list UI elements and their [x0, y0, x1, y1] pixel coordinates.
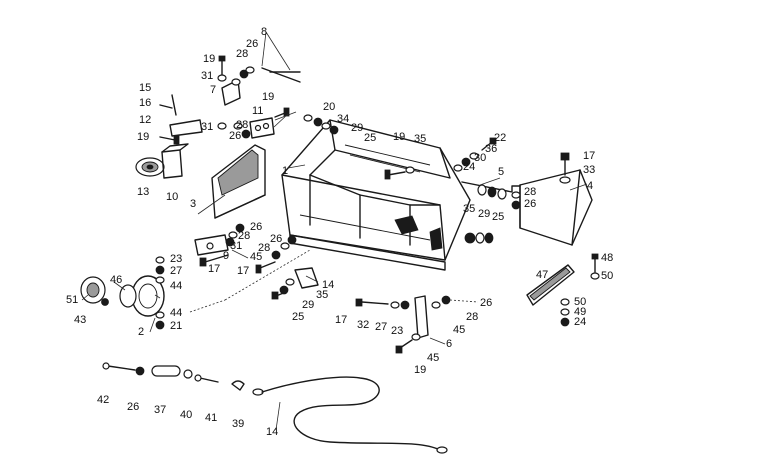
- callout-26: 26: [127, 401, 139, 413]
- callout-30: 28: [524, 186, 536, 198]
- callout-27: 25: [492, 211, 504, 223]
- callout-9: 9: [223, 250, 229, 262]
- callout-25: 23: [391, 325, 403, 337]
- callout-18: 17: [335, 314, 347, 326]
- callout-26: 26: [229, 130, 241, 142]
- callout-31: 29: [351, 122, 363, 134]
- callout-2: 2: [138, 326, 144, 338]
- callout-14: 14: [266, 426, 278, 438]
- callout-26: 26: [250, 221, 262, 233]
- block-10: [161, 143, 189, 179]
- main-housing: [281, 119, 471, 271]
- callout-24: 22: [494, 132, 506, 144]
- callout-51: 50: [601, 270, 613, 282]
- callout-52: 51: [66, 294, 78, 306]
- callout-44: 43: [74, 314, 86, 326]
- callout-43: 42: [97, 394, 109, 406]
- callout-46: 45: [427, 352, 439, 364]
- callout-30: 28: [236, 48, 248, 60]
- cable-14: [252, 376, 448, 454]
- callout-26: 26: [270, 233, 282, 245]
- callout-13: 13: [137, 186, 149, 198]
- callout-49: 48: [601, 252, 613, 264]
- callout-30: 28: [236, 119, 248, 131]
- callout-19: 17: [208, 263, 220, 275]
- callout-35: 33: [583, 164, 595, 176]
- callout-labels: 8 26 19 28 31 7 15 16 19 11 12 31 28 26 …: [66, 26, 613, 438]
- callout-21: 19: [393, 131, 405, 143]
- leader-lines: [81, 31, 588, 431]
- rail-48: [526, 264, 575, 306]
- callout-12: 12: [139, 114, 151, 126]
- callout-45: 44: [170, 307, 182, 319]
- callout-48: 47: [536, 269, 548, 281]
- callout-27: 25: [292, 311, 304, 323]
- callout-7: 7: [210, 84, 216, 96]
- callout-6: 6: [446, 338, 452, 350]
- callout-26: 26: [524, 198, 536, 210]
- callout-22: 20: [323, 101, 335, 113]
- callout-26: 26: [480, 297, 492, 309]
- bracket-9: [194, 234, 229, 256]
- callout-40: 39: [232, 418, 244, 430]
- callout-36: 34: [337, 113, 349, 125]
- callout-8: 8: [261, 26, 267, 38]
- callout-28: 24: [463, 161, 475, 173]
- callout-23: 19: [203, 53, 215, 65]
- callout-23: 19: [262, 91, 274, 103]
- callout-27: 25: [364, 132, 376, 144]
- callout-26: 26: [246, 38, 258, 50]
- callout-37: 35: [316, 289, 328, 301]
- pulley-13: [135, 157, 165, 177]
- callout-25: 23: [170, 253, 182, 265]
- callout-30: 28: [258, 242, 270, 254]
- callout-37: 35: [414, 133, 426, 145]
- callout-29: 27: [170, 265, 182, 277]
- callout-41: 40: [180, 409, 192, 421]
- callout-34: 31: [201, 70, 213, 82]
- callout-29: 27: [375, 321, 387, 333]
- callout-50: 49: [574, 306, 586, 318]
- callout-45: 44: [170, 280, 182, 292]
- callout-16: 15: [139, 82, 151, 94]
- callout-39: 37: [154, 404, 166, 416]
- callout-31: 29: [478, 208, 490, 220]
- callout-33: 32: [357, 319, 369, 331]
- callout-19: 17: [583, 150, 595, 162]
- callout-46: 45: [250, 251, 262, 263]
- callout-46: 45: [453, 324, 465, 336]
- callout-10: 10: [166, 191, 178, 203]
- callout-1: 1: [282, 165, 288, 177]
- callout-23: 19: [137, 131, 149, 143]
- hub-assembly: [80, 275, 165, 317]
- callout-30: 28: [238, 230, 250, 242]
- callout-15: 14: [322, 279, 334, 291]
- callout-34: 31: [201, 121, 213, 133]
- callout-47: 46: [110, 274, 122, 286]
- callout-28: 24: [574, 316, 586, 328]
- callout-42: 41: [205, 412, 217, 424]
- callout-4: 4: [587, 180, 593, 192]
- callout-17: 16: [139, 97, 151, 109]
- callout-20: 21: [170, 320, 182, 332]
- callout-32: 30: [474, 152, 486, 164]
- callout-11: 11: [252, 105, 263, 117]
- callout-19: 17: [237, 265, 249, 277]
- bolts-and-washers: [155, 55, 600, 354]
- callout-37: 35: [463, 203, 475, 215]
- bracket-15: [294, 267, 319, 289]
- callout-51: 50: [574, 296, 586, 308]
- callout-31: 29: [302, 299, 314, 311]
- callout-34: 31: [230, 240, 242, 252]
- callout-30: 28: [466, 311, 478, 323]
- callout-38: 36: [485, 143, 497, 155]
- callout-3: 3: [190, 198, 196, 210]
- side-plate: [211, 144, 266, 219]
- bottom-row-parts: [102, 362, 245, 391]
- callout-5: 5: [498, 166, 504, 178]
- callout-23: 19: [414, 364, 426, 376]
